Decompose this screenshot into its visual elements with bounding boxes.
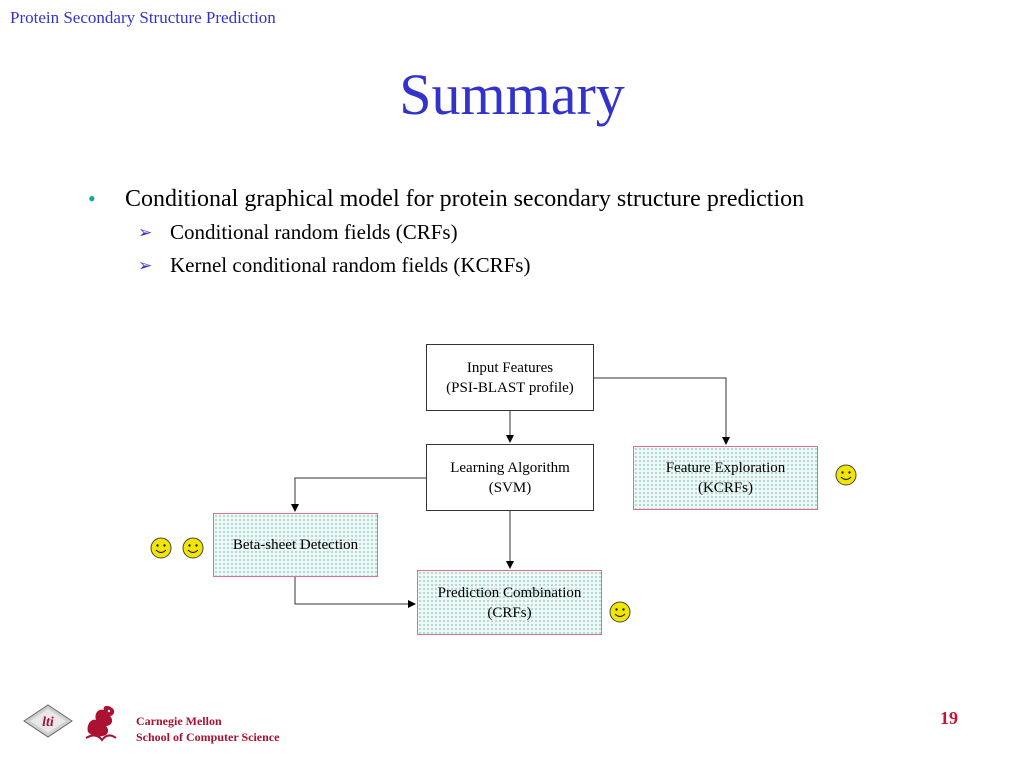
input-features-box: Input Features (PSI-BLAST profile) — [426, 344, 594, 411]
arrow-bullet-icon: ➢ — [138, 256, 153, 275]
bullet-main: • Conditional graphical model for protei… — [88, 184, 804, 214]
lti-logo-text: lti — [42, 715, 54, 730]
bullet-dot-icon: • — [88, 186, 96, 211]
bullet-sub-crf: ➢ Conditional random fields (CRFs) — [88, 219, 804, 246]
lti-logo-icon: lti — [23, 704, 73, 738]
box-line: Feature Exploration — [665, 460, 786, 476]
arrow-bullet-icon: ➢ — [138, 223, 153, 242]
footer-org-line: School of Computer Science — [136, 730, 280, 744]
box-line: (SVM) — [488, 479, 532, 496]
prediction-combination-box: Prediction Combination (CRFs) — [417, 570, 602, 635]
arrow-beta-to-prediction — [294, 577, 416, 608]
bullet-sub-text: Conditional random fields (CRFs) — [170, 220, 458, 244]
smiley-icon — [182, 537, 204, 559]
box-line: (CRFs) — [487, 604, 532, 621]
box-line: Learning Algorithm — [450, 459, 570, 476]
learning-algorithm-box: Learning Algorithm (SVM) — [426, 444, 594, 511]
page-number: 19 — [940, 708, 958, 728]
smiley-icon — [150, 537, 172, 559]
arrow-learning-to-beta — [291, 477, 426, 512]
smiley-icon — [835, 464, 857, 486]
bullet-main-text: Conditional graphical model for protein … — [125, 186, 805, 212]
arrow-input-to-feature — [594, 377, 730, 445]
dragon-logo-icon — [85, 705, 117, 742]
box-line: (PSI-BLAST profile) — [446, 379, 574, 396]
box-line: Beta-sheet Detection — [232, 537, 359, 553]
box-line: Prediction Combination — [437, 584, 582, 601]
slide-header: Protein Secondary Structure Prediction — [10, 8, 276, 27]
footer-org-line: Carnegie Mellon — [136, 714, 222, 728]
box-line: (KCRFs) — [697, 480, 753, 496]
feature-exploration-box: Feature Exploration (KCRFs) — [633, 446, 818, 510]
beta-sheet-detection-box: Beta-sheet Detection — [213, 513, 378, 577]
bullet-sub-text: Kernel conditional random fields (KCRFs) — [170, 253, 531, 277]
smiley-icon — [609, 601, 631, 623]
slide-title: Summary — [399, 62, 625, 127]
box-line: Input Features — [466, 359, 554, 376]
footer-organization: Carnegie Mellon School of Computer Scien… — [136, 713, 279, 745]
bullet-sub-kcrf: ➢ Kernel conditional random fields (KCRF… — [88, 252, 804, 279]
bullet-list: • Conditional graphical model for protei… — [88, 184, 804, 279]
